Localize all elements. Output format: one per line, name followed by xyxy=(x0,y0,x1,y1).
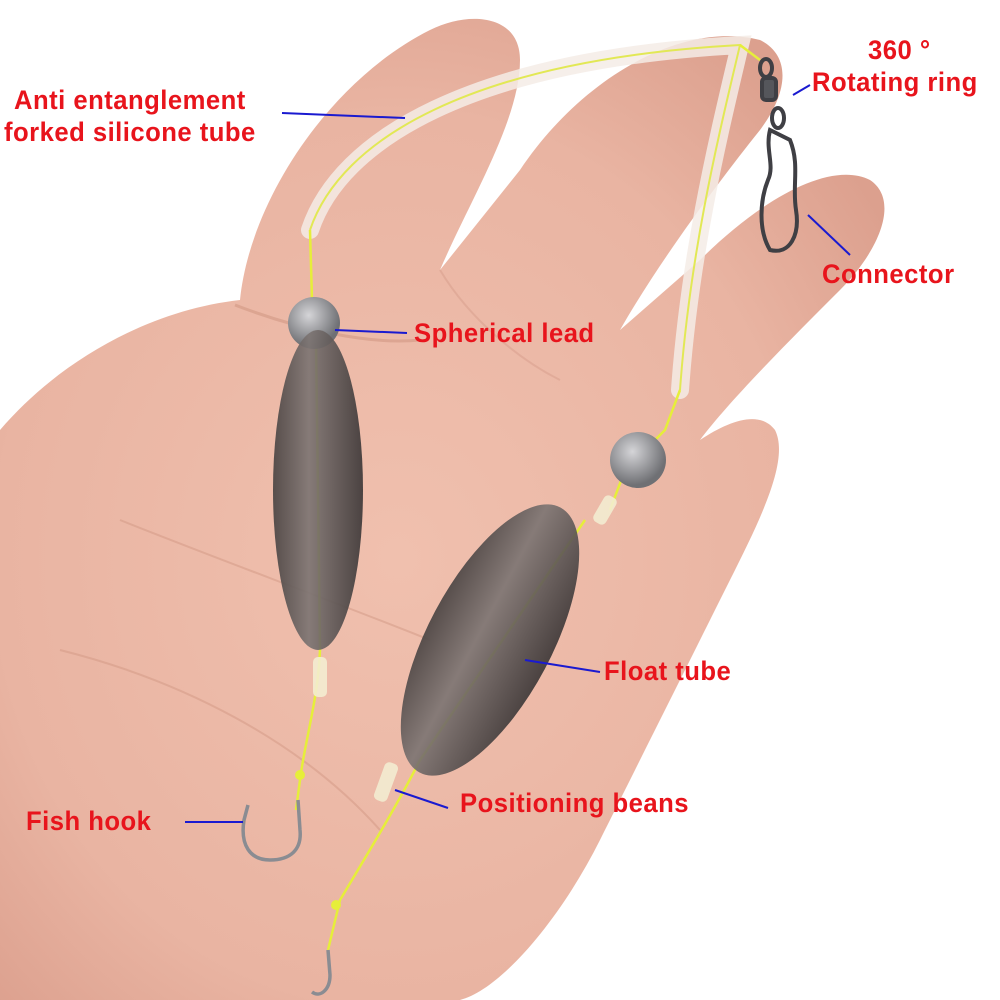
positioning-bean-2 xyxy=(373,762,399,802)
label-spherical-lead: Spherical lead xyxy=(414,318,595,348)
spherical-lead-2 xyxy=(610,432,666,488)
silicone-tube xyxy=(301,35,752,399)
positioning-bean-3 xyxy=(593,495,617,525)
label-fish-hook: Fish hook xyxy=(26,806,152,836)
fish-hook-2 xyxy=(310,949,332,996)
label-anti-entanglement-line1: Anti entanglement xyxy=(14,85,246,115)
fish-hook-1 xyxy=(241,799,302,862)
label-rotating-ring-line2: Rotating ring xyxy=(812,67,978,97)
label-float-tube: Float tube xyxy=(604,656,732,686)
swivel-connector xyxy=(758,57,799,253)
float-tube-1 xyxy=(273,330,363,650)
label-connector: Connector xyxy=(822,259,955,289)
float-tube-2 xyxy=(400,504,580,776)
positioning-bean-1 xyxy=(313,657,327,697)
leader-lines xyxy=(185,84,851,823)
label-anti-entanglement-line2: forked silicone tube xyxy=(4,117,256,147)
label-rotating-ring-line1: 360 ° xyxy=(868,35,931,65)
label-positioning-beans: Positioning beans xyxy=(460,788,689,818)
hand xyxy=(0,18,885,1000)
